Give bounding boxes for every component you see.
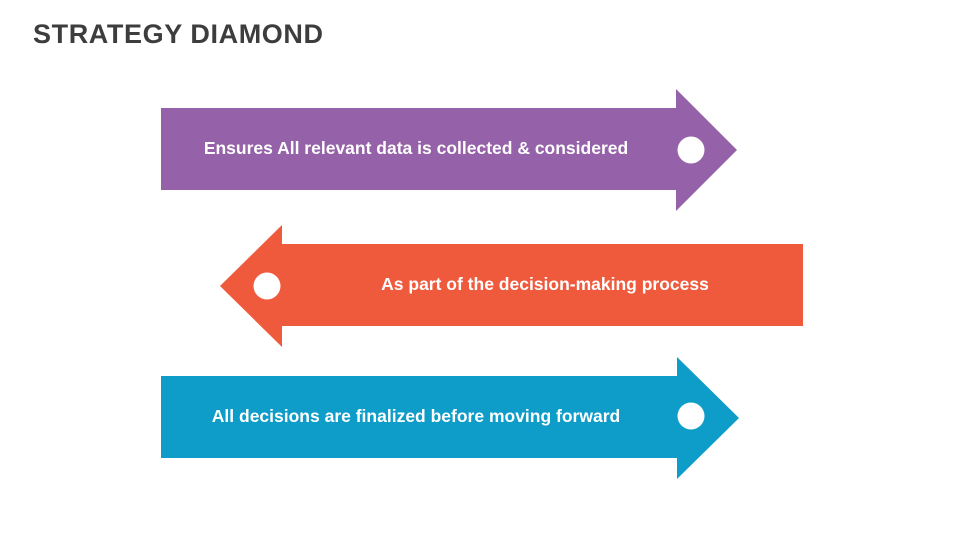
arrow-shape-1[interactable]: Ensures All relevant data is collected &…: [161, 89, 737, 211]
arrow-label-1: Ensures All relevant data is collected &…: [203, 138, 629, 159]
arrow-shape-2[interactable]: As part of the decision-making process: [220, 225, 803, 347]
arrow-marker-dot: [253, 272, 281, 300]
arrow-marker-dot: [677, 136, 705, 164]
arrow-marker-dot: [677, 402, 705, 430]
arrow-label-2: As part of the decision-making process: [381, 274, 709, 295]
page-title: STRATEGY DIAMOND: [33, 19, 324, 49]
arrow-label-3: All decisions are finalized before movin…: [211, 406, 621, 427]
right-arrow-icon: [161, 89, 737, 211]
right-arrow-icon: [161, 357, 739, 479]
arrow-shape-3[interactable]: All decisions are finalized before movin…: [161, 357, 739, 479]
left-arrow-icon: [220, 225, 803, 347]
